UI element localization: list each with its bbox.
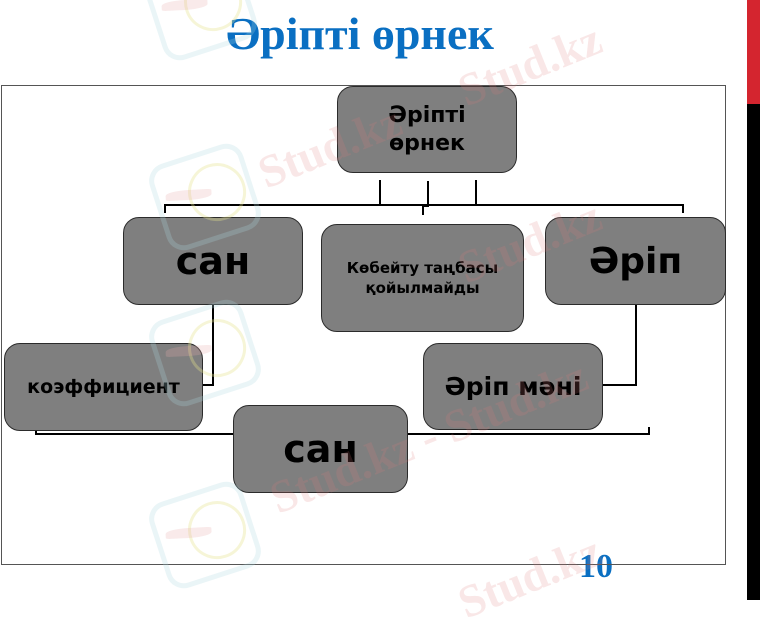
node-coefficient: коэффициент <box>4 343 203 431</box>
node-number-top-label: сан <box>175 239 251 283</box>
side-accent-bar-red <box>747 0 760 104</box>
connector-root-mid-jog <box>422 205 429 207</box>
page-number: 10 <box>579 548 613 585</box>
node-root-algebraic-expression: Әріпті өрнек <box>337 86 517 173</box>
node-no-multiply-label-line2: қойылмайды <box>365 279 480 297</box>
connector-root-mid <box>427 181 429 206</box>
node-no-multiply-sign: Көбейту таңбасы қойылмайды <box>321 224 524 332</box>
node-number-top: сан <box>123 217 303 305</box>
connector-letter-down <box>635 303 637 386</box>
node-no-multiply-label-line1: Көбейту таңбасы <box>346 259 499 277</box>
connector-bus-left-tick <box>164 204 166 213</box>
node-root-label-line1: Әріпті <box>388 102 466 128</box>
node-letter-value: Әріп мәні <box>423 343 603 430</box>
connector-number-down <box>212 303 214 386</box>
node-root-label-line2: өрнек <box>389 130 465 156</box>
connector-number-to-coefficient <box>200 384 214 386</box>
node-number-bottom-label: сан <box>283 427 358 471</box>
connector-bus-right-tick <box>682 204 684 213</box>
slide-title: Әріпті өрнек <box>226 8 494 59</box>
connector-root-right <box>475 180 477 206</box>
connector-bottom-right-tick <box>648 427 650 435</box>
connector-root-mid-down <box>422 205 424 215</box>
connector-bus-top <box>164 204 684 206</box>
diagram-frame <box>1 85 726 565</box>
connector-letter-to-value <box>600 384 637 386</box>
connector-root-left <box>379 180 381 206</box>
node-letter: Әріп <box>545 217 726 305</box>
node-coefficient-label: коэффициент <box>27 376 180 398</box>
node-letter-value-label: Әріп мәні <box>444 372 582 401</box>
node-number-bottom: сан <box>233 405 408 493</box>
node-letter-label: Әріп <box>588 240 683 282</box>
connector-bottom-left-tick <box>35 428 37 435</box>
side-accent-bar-black <box>747 104 760 600</box>
